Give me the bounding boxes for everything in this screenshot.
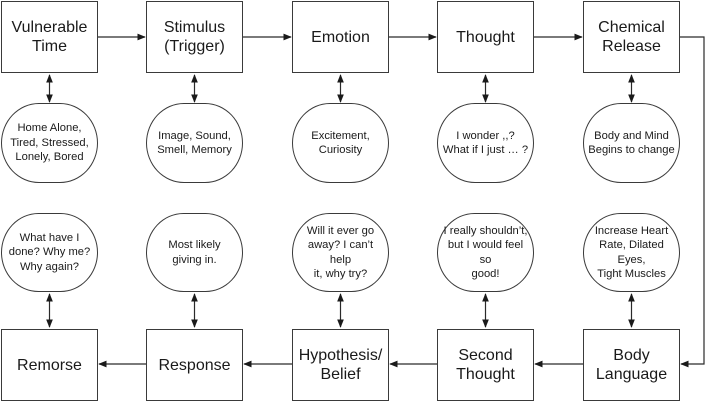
note-body-language: Increase Heart Rate, Dilated Eyes, Tight… (583, 213, 680, 292)
node-second-thought: Second Thought (437, 329, 534, 401)
node-thought: Thought (437, 1, 534, 73)
node-response: Response (146, 329, 243, 401)
node-chemical-release: Chemical Release (583, 1, 680, 73)
note-emotion: Excitement, Curiosity (292, 103, 389, 183)
note-hypothesis-belief: Will it ever go away? I can’t help it, w… (292, 213, 389, 292)
node-vulnerable-time: Vulnerable Time (1, 1, 98, 73)
note-second-thought: I really shouldn’t, but I would feel so … (437, 213, 534, 292)
note-vulnerable-time: Home Alone, Tired, Stressed, Lonely, Bor… (1, 103, 98, 183)
node-stimulus-trigger: Stimulus (Trigger) (146, 1, 243, 73)
note-remorse: What have I done? Why me? Why again? (1, 213, 98, 292)
note-chemical-release: Body and Mind Begins to change (583, 103, 680, 183)
node-remorse: Remorse (1, 329, 98, 401)
node-body-language: Body Language (583, 329, 680, 401)
note-response: Most likely giving in. (146, 213, 243, 292)
note-thought: I wonder ,,? What if I just … ? (437, 103, 534, 183)
node-hypothesis-belief: Hypothesis/ Belief (292, 329, 389, 401)
note-stimulus-trigger: Image, Sound, Smell, Memory (146, 103, 243, 183)
arrow-chemical-to-body-language (680, 36, 705, 368)
node-emotion: Emotion (292, 1, 389, 73)
